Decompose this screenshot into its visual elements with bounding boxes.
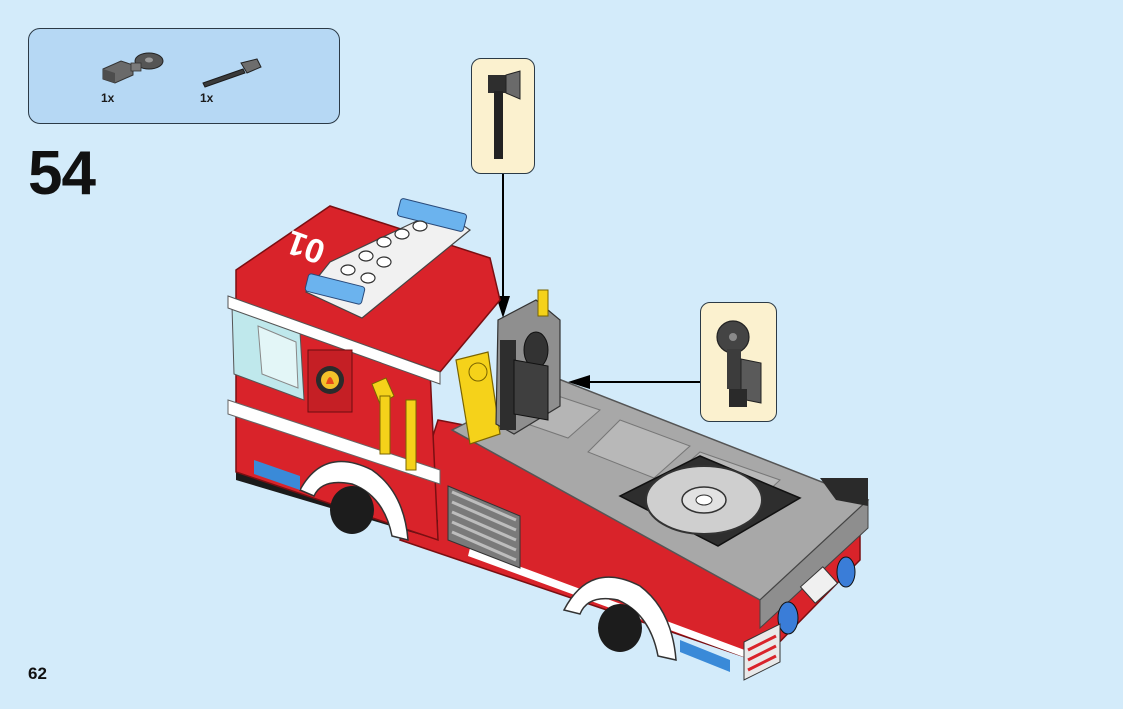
page-number: 62 bbox=[28, 664, 47, 684]
